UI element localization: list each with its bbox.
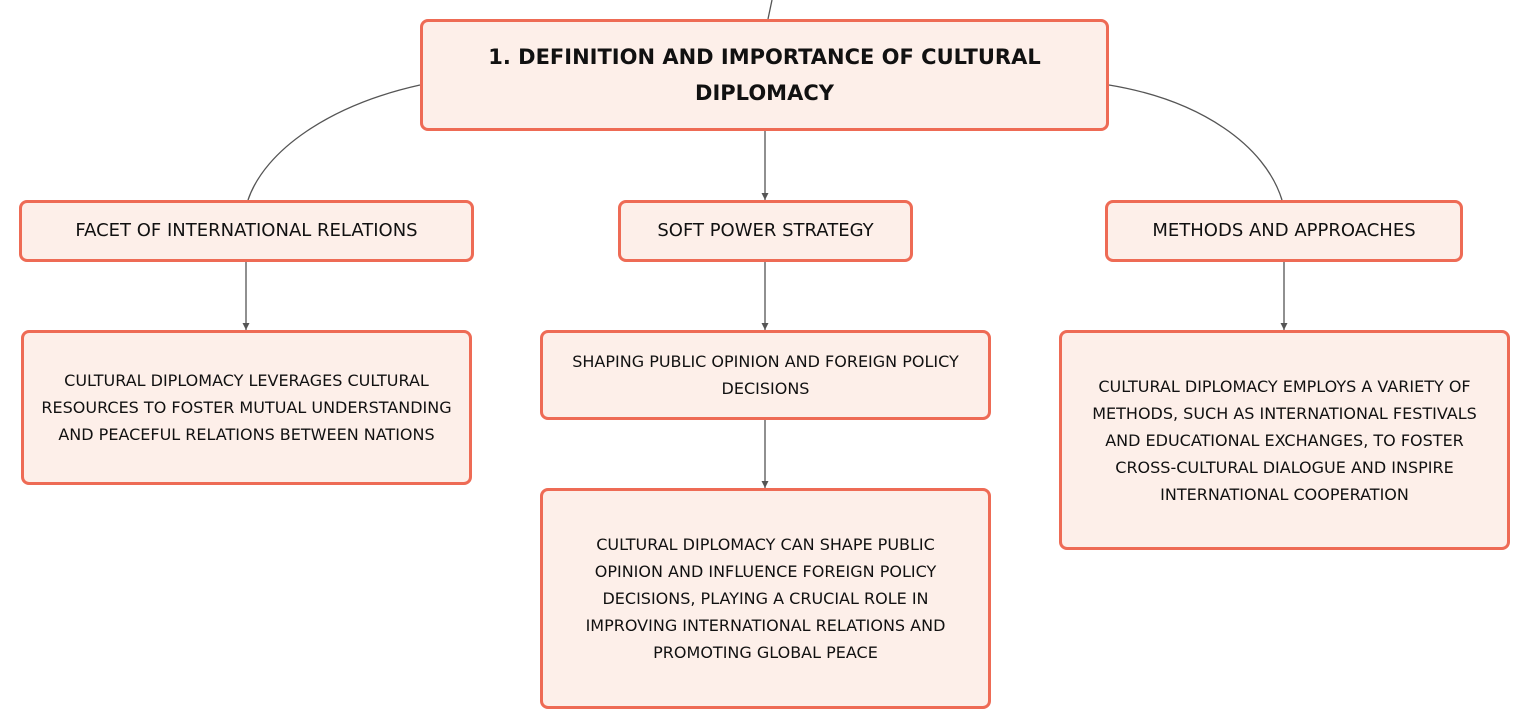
detail-node-methods[interactable]: CULTURAL DIPLOMACY EMPLOYS A VARIETY OF …: [1059, 330, 1510, 550]
subtopic-label: SHAPING PUBLIC OPINION AND FOREIGN POLIC…: [572, 352, 959, 398]
branch-label: FACET OF INTERNATIONAL RELATIONS: [75, 220, 418, 241]
branch-node-methods-and-approaches[interactable]: METHODS AND APPROACHES: [1105, 200, 1463, 262]
detail-node-facet[interactable]: CULTURAL DIPLOMACY LEVERAGES CULTURAL RE…: [21, 330, 472, 485]
connector-root-to-facet: [247, 84, 421, 201]
arrowhead: [761, 323, 769, 330]
subtopic-node-shaping-public-opinion[interactable]: SHAPING PUBLIC OPINION AND FOREIGN POLIC…: [540, 330, 991, 420]
root-topic-node[interactable]: 1. DEFINITION AND IMPORTANCE OF CULTURAL…: [420, 19, 1109, 131]
arrowhead: [1280, 323, 1288, 330]
branch-node-soft-power-strategy[interactable]: SOFT POWER STRATEGY: [618, 200, 913, 262]
detail-node-soft-power[interactable]: CULTURAL DIPLOMACY CAN SHAPE PUBLIC OPIN…: [540, 488, 991, 709]
connector-root-to-methods: [1108, 84, 1283, 201]
root-topic-label: 1. DEFINITION AND IMPORTANCE OF CULTURAL…: [488, 45, 1041, 105]
parent-connector: [767, 0, 773, 20]
branch-label: METHODS AND APPROACHES: [1152, 220, 1416, 241]
detail-text: CULTURAL DIPLOMACY EMPLOYS A VARIETY OF …: [1092, 376, 1477, 504]
arrowhead: [761, 193, 769, 200]
detail-text: CULTURAL DIPLOMACY LEVERAGES CULTURAL RE…: [41, 371, 452, 444]
detail-text: CULTURAL DIPLOMACY CAN SHAPE PUBLIC OPIN…: [585, 535, 946, 662]
branch-label: SOFT POWER STRATEGY: [657, 220, 874, 241]
arrowhead: [761, 481, 769, 488]
branch-node-facet-of-international-relations[interactable]: FACET OF INTERNATIONAL RELATIONS: [19, 200, 474, 262]
arrowhead: [242, 323, 250, 330]
